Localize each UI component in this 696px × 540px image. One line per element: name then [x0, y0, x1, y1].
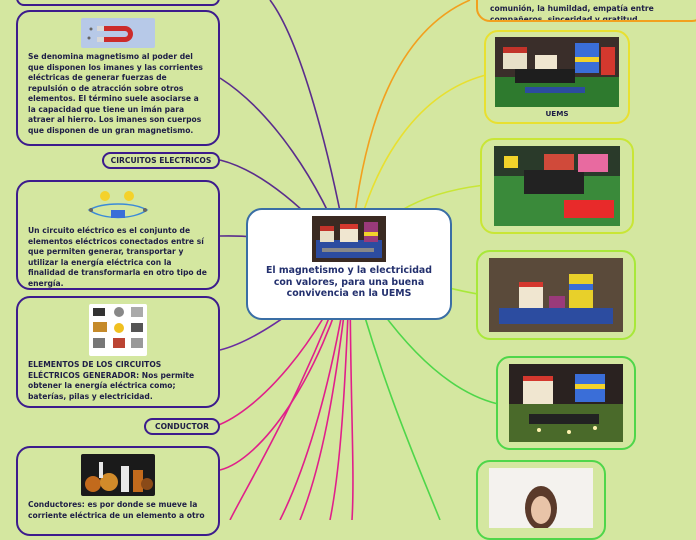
uems-model-photo: [495, 37, 619, 107]
top-partial-node[interactable]: [16, 0, 220, 6]
circuitos-electricos-text: CIRCUITOS ELECTRICOS: [110, 156, 212, 165]
central-model-image: [312, 216, 386, 262]
conductor-label[interactable]: CONDUCTOR: [144, 418, 220, 435]
magnetismo-text: Se denomina magnetismo al poder del que …: [28, 52, 203, 135]
elementos-text: ELEMENTOS DE LOS CIRCUITOS ELÉCTRICOS GE…: [28, 360, 195, 401]
conductores-text: Conductores: es por donde se mueve la co…: [28, 500, 205, 520]
model-photo-3: [489, 258, 623, 332]
model-photo-2: [494, 146, 620, 226]
uems-caption: UEMS: [545, 109, 569, 118]
photo-node-2[interactable]: [480, 138, 634, 234]
photo-node-4[interactable]: [496, 356, 636, 450]
circuitos-electricos-label[interactable]: CIRCUITOS ELECTRICOS: [102, 152, 220, 169]
student-photo: [489, 468, 593, 528]
elementos-node[interactable]: ELEMENTOS DE LOS CIRCUITOS ELÉCTRICOS GE…: [16, 296, 220, 408]
conductores-node[interactable]: Conductores: es por donde se mueve la co…: [16, 446, 220, 536]
valores-text: comunión, la humildad, empatía entre com…: [490, 4, 654, 22]
photo-node-3[interactable]: [476, 250, 636, 340]
model-photo-4: [509, 364, 623, 442]
central-topic[interactable]: El magnetismo y la electricidad con valo…: [246, 208, 452, 320]
magnet-image: [81, 18, 155, 48]
magnetismo-node[interactable]: Se denomina magnetismo al poder del que …: [16, 10, 220, 146]
circuito-node[interactable]: Un circuito eléctrico es el conjunto de …: [16, 180, 220, 290]
circuito-text: Un circuito eléctrico es el conjunto de …: [28, 226, 207, 288]
conductors-image: [81, 454, 155, 496]
circuit-diagram-image: [87, 191, 149, 219]
circuit-elements-image: [89, 304, 147, 356]
valores-node[interactable]: comunión, la humildad, empatía entre com…: [476, 0, 696, 22]
photo-node-5[interactable]: [476, 460, 606, 540]
conductor-text: CONDUCTOR: [155, 422, 209, 431]
photo-node-uems[interactable]: UEMS: [484, 30, 630, 124]
central-title: El magnetismo y la electricidad con valo…: [266, 265, 432, 299]
